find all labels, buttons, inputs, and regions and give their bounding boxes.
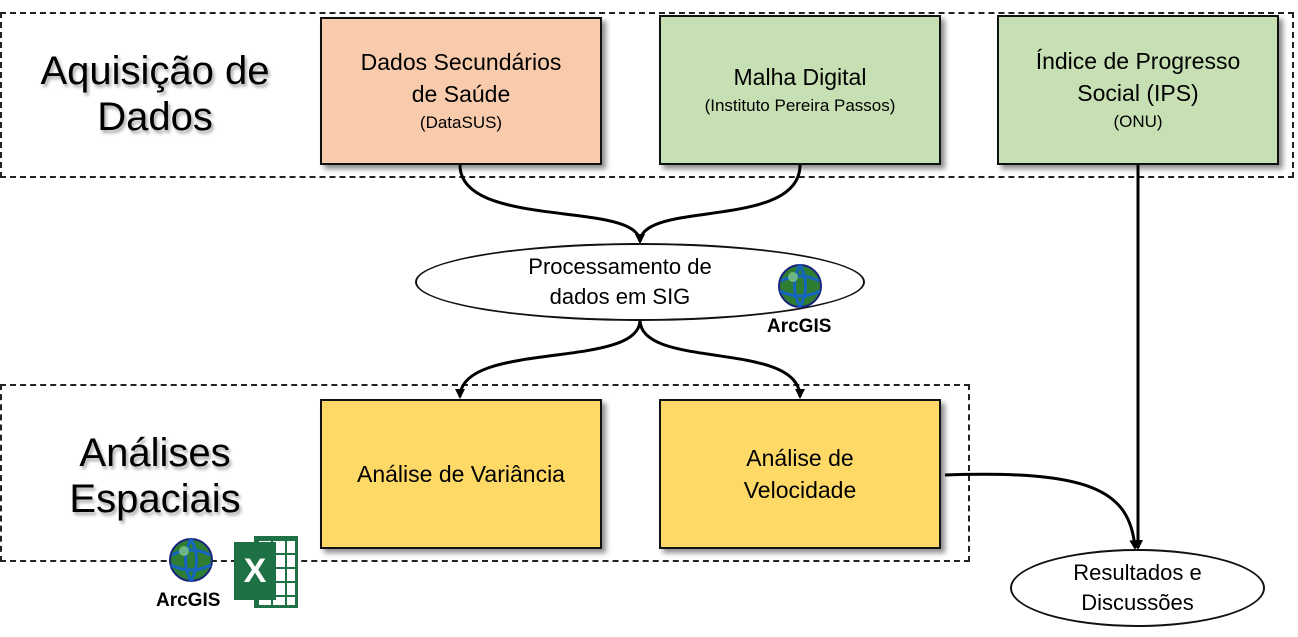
health-data-line2: de Saúde: [411, 81, 511, 107]
arcgis-globe-icon: [169, 538, 213, 582]
ips-box: Índice de Progresso Social (IPS) (ONU): [997, 15, 1279, 165]
arrow-processing-to-variance: [455, 319, 642, 399]
analysis-label-line2: Espaciais: [69, 477, 241, 521]
acquisition-section: [0, 12, 1294, 178]
arcgis-globe-icon: [778, 264, 822, 308]
analysis-label-line1: Análises: [79, 431, 231, 475]
results-line1: Resultados e: [1073, 560, 1202, 585]
velocity-line2: Velocidade: [743, 477, 857, 503]
acquisition-label-line2: Dados: [97, 95, 213, 139]
analysis-label: Análises Espaciais: [55, 430, 255, 522]
velocity-box: Análise de Velocidade: [659, 399, 941, 549]
health-data-sub: (DataSUS): [419, 113, 503, 132]
health-data-line1: Dados Secundários: [360, 49, 562, 75]
arrow-health-to-processing: [458, 164, 645, 244]
processing-line1: Processamento de: [528, 254, 712, 279]
ips-sub: (ONU): [1113, 112, 1163, 131]
variance-box: Análise de Variância: [320, 399, 602, 549]
acquisition-label: Aquisição de Dados: [30, 48, 280, 140]
digital-mesh-line1: Malha Digital: [733, 64, 867, 90]
processing-line2: dados em SIG: [549, 284, 691, 309]
results-line2: Discussões: [1081, 590, 1194, 615]
arrow-mesh-to-processing: [635, 164, 802, 244]
acquisition-label-line1: Aquisição de: [40, 49, 270, 93]
arcgis-label-1: ArcGIS: [767, 316, 832, 337]
excel-badge: X: [234, 542, 276, 600]
ips-line1: Índice de Progresso: [1035, 48, 1241, 74]
arrow-processing-to-velocity: [638, 319, 805, 399]
arrow-velocity-to-results: [944, 472, 1140, 550]
digital-mesh-sub: (Instituto Pereira Passos): [704, 96, 896, 115]
variance-line1: Análise de Variância: [357, 461, 565, 487]
excel-icon: X: [234, 532, 302, 612]
velocity-line1: Análise de: [746, 445, 854, 471]
health-data-box: Dados Secundários de Saúde (DataSUS): [320, 17, 602, 165]
ips-line2: Social (IPS): [1077, 80, 1199, 106]
digital-mesh-box: Malha Digital (Instituto Pereira Passos): [659, 15, 941, 165]
results-ellipse: Resultados e Discussões: [1010, 549, 1265, 627]
arcgis-label-2: ArcGIS: [156, 590, 221, 611]
excel-letter: X: [243, 551, 267, 590]
